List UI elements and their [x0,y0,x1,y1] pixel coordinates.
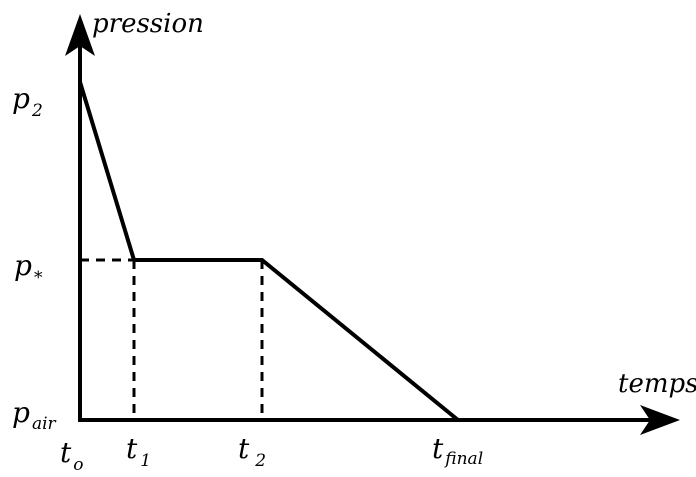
y-tick-main: p [12,396,30,429]
guides-layer [80,258,264,420]
series-line-0 [78,81,460,422]
x-tick-main: t [60,436,72,469]
y-tick-main: p [12,82,30,115]
series-layer [78,81,460,422]
y-axis-label: pression [92,9,204,39]
y-tick-main: p [14,249,32,282]
x-tick-sub: 1 [140,451,151,471]
x-tick-main: t [126,432,138,465]
x-tick-sub: o [73,455,83,475]
y-tick-sub: 2 [31,101,43,121]
y-tick-label-p-star: p* [14,249,43,288]
x-tick-sub: 2 [254,451,266,471]
y-tick-sub: * [34,268,43,288]
x-axis-arrowhead [640,405,680,435]
y-axis-arrowhead [65,14,95,56]
x-axis-label: temps [618,369,696,399]
x-tick-sub: final [443,449,483,469]
y-tick-sub: air [32,414,57,434]
x-tick-main: t [238,432,250,465]
x-tick-main: t [432,432,444,465]
